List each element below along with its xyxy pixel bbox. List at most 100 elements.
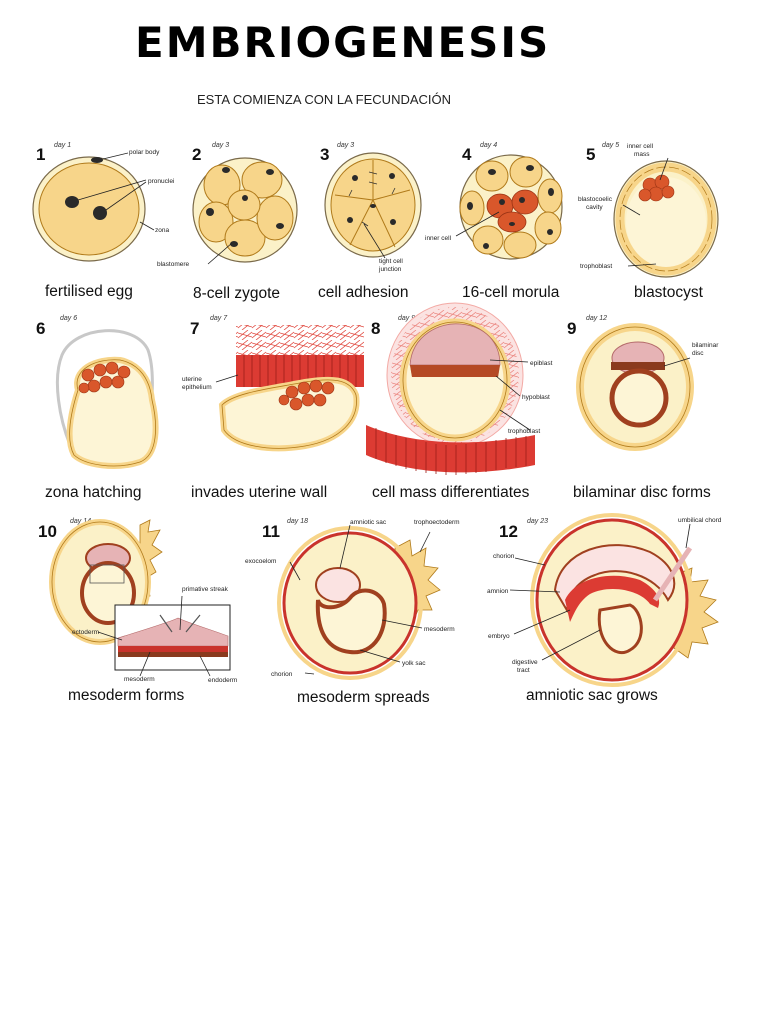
label-tight-cell: tight cell <box>379 258 403 265</box>
inner-cell-mass <box>78 361 131 394</box>
trophoblast-outline <box>619 166 713 272</box>
bilaminar-disc <box>611 362 665 370</box>
label-primative-streak: primative streak <box>182 586 229 593</box>
stage-day: day 23 <box>527 518 548 525</box>
label-chorion: chorion <box>271 671 293 678</box>
stage-11: 11 day 18 amniotic sac trophoectoderm ex… <box>245 518 460 706</box>
amniotic-sac <box>315 567 361 603</box>
uterine-wall-cell-lines <box>375 428 527 475</box>
page-title: EMBRIOGENESIS <box>135 18 551 67</box>
uterine-fibers <box>236 325 364 355</box>
stage-number: 12 <box>499 522 518 541</box>
yolk-sac <box>597 603 643 654</box>
stage-2: 2 day 3 blastomere 8-cell zygote <box>157 142 298 302</box>
stage-number: 2 <box>192 145 201 164</box>
stage-number: 8 <box>371 319 380 338</box>
stage-day: day 7 <box>210 315 228 322</box>
inner-cell-mass <box>278 379 335 411</box>
stage-12: 12 day 23 umbilical chord chorion amnion… <box>487 513 722 704</box>
label-ectoderm: ectoderm <box>72 629 99 636</box>
tight-junction-marks <box>348 171 396 227</box>
stage-1: 1 day 1 polar body pronuclei zona fertil… <box>32 142 174 300</box>
zoom-region <box>89 564 125 584</box>
stage-number: 3 <box>320 145 329 164</box>
stage-number: 6 <box>36 319 45 338</box>
nuclei <box>347 173 396 225</box>
stage-4: 4 day 4 inner cell 16-cell morula <box>425 142 563 301</box>
pronucleus <box>65 196 79 208</box>
stage-number: 9 <box>567 319 576 338</box>
inset-ectoderm <box>117 617 229 647</box>
stage-day: day 12 <box>586 315 607 322</box>
stage-number: 5 <box>586 145 595 164</box>
label-trophoblast: trophoblast <box>508 428 540 435</box>
label-bilaminar: bilaminar <box>692 342 719 349</box>
inner-cell-mass <box>638 174 675 202</box>
stage-number: 4 <box>462 145 472 164</box>
hypoblast-overlay <box>410 365 500 377</box>
label-polar-body: polar body <box>129 149 160 156</box>
chorion-outer-ring <box>277 526 423 680</box>
label-tract: tract <box>517 667 530 674</box>
stage-day: day 18 <box>287 518 308 525</box>
stage-caption: 8-cell zygote <box>193 285 280 302</box>
stage-10: 10 day 14 primative streak ectoderm meso… <box>38 518 237 704</box>
stage-9: 9 day 12 bilaminar disc bilaminar disc f… <box>567 315 719 501</box>
pronucleus <box>93 206 107 220</box>
stage-caption: invades uterine wall <box>191 484 327 501</box>
stage-day: day 3 <box>337 142 354 149</box>
stage-day: day 9 <box>398 315 415 322</box>
egg-cytoplasm <box>38 162 140 256</box>
chorion-outer-ring <box>530 513 694 687</box>
stage-7: 7 day 7 uterine epithelium invades uteri… <box>182 315 364 501</box>
label-umbilical-chord: umbilical chord <box>678 517 722 524</box>
yolk-sac <box>609 368 669 428</box>
chorion <box>535 518 689 682</box>
stage-6: 6 day 6 zona hatching <box>36 315 159 501</box>
stage-caption: amniotic sac grows <box>526 687 658 704</box>
label-mesoderm: mesoderm <box>424 626 455 633</box>
stage-8: 8 day 9 epiblast hypoblast trophoblast c… <box>366 302 553 501</box>
primitive-streak-arrows <box>159 614 201 633</box>
hatching-zona <box>55 329 154 446</box>
trophoblast-outline <box>402 321 508 439</box>
label-amnion: amnion <box>487 588 509 595</box>
label-junction: junction <box>378 266 402 273</box>
label-chorion: chorion <box>493 553 515 560</box>
amnion <box>553 544 676 613</box>
label-blastocoelic: blastocoelic <box>578 196 613 203</box>
umbilical-chord <box>652 546 693 602</box>
label-inner-cell: inner cell <box>425 235 452 242</box>
outer-cells <box>459 156 563 259</box>
page-subtitle: ESTA COMIENZA CON LA FECUNDACIÓN <box>197 92 452 107</box>
blastomeres <box>198 161 294 257</box>
stage-day: day 6 <box>60 315 77 322</box>
stage-caption: cell mass differentiates <box>372 484 530 501</box>
blastocyst-outline <box>221 379 357 449</box>
label-disc: disc <box>692 350 704 357</box>
stage-day: day 3 <box>212 142 229 149</box>
label-mass: mass <box>634 151 650 158</box>
inner-cells <box>486 189 539 233</box>
stage-caption: mesoderm spreads <box>297 689 430 706</box>
epithelium-cell-lines <box>243 355 357 387</box>
stage-caption: fertilised egg <box>45 283 133 300</box>
stage-caption: bilaminar disc forms <box>573 484 711 501</box>
stage-caption: cell adhesion <box>318 284 408 301</box>
stage-caption: 16-cell morula <box>462 284 560 301</box>
stage-number: 11 <box>262 522 280 541</box>
label-exocoelom: exocoelom <box>245 558 276 565</box>
stage-number: 7 <box>190 319 199 338</box>
stage-day: day 14 <box>70 518 91 525</box>
label-mesoderm: mesoderm <box>124 676 155 683</box>
stage-day: day 4 <box>480 142 497 149</box>
stage-day: day 1 <box>54 142 71 149</box>
trophoblast-outline <box>579 326 691 448</box>
label-embryo: embryo <box>488 633 510 640</box>
stage-number: 10 <box>38 522 57 541</box>
polar-body <box>91 157 103 163</box>
label-digestive: digestive <box>512 659 538 666</box>
chorion-outline <box>51 521 149 643</box>
label-zona: zona <box>155 227 169 234</box>
